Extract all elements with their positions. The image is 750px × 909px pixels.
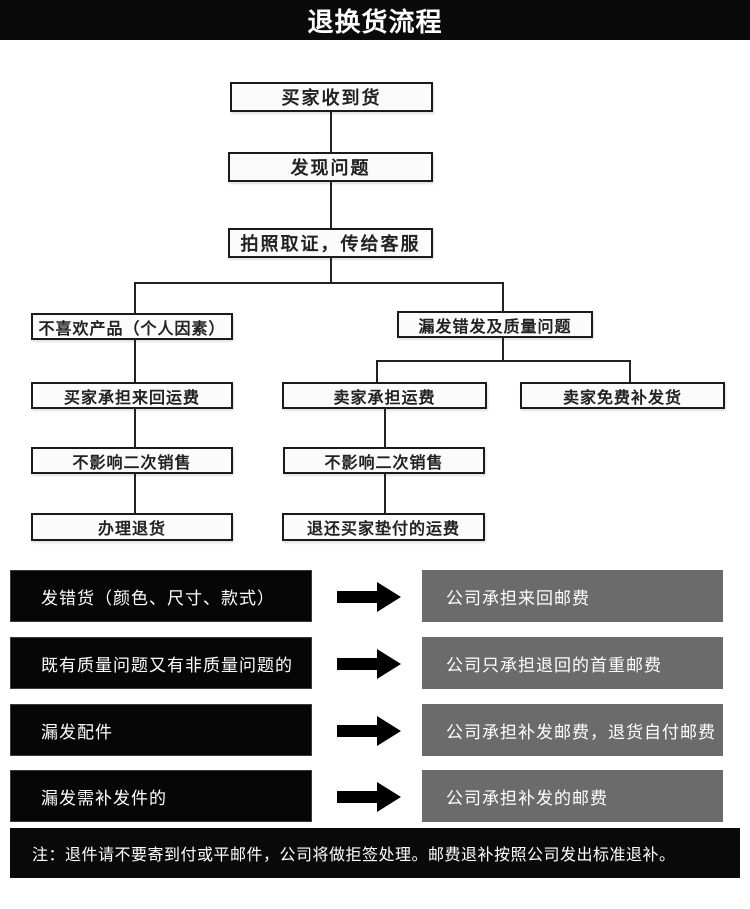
connector-line [330, 112, 332, 152]
connector-line [384, 474, 386, 513]
connector-line [134, 282, 136, 313]
flow-step-buyer-receives: 买家收到货 [230, 82, 433, 112]
connector-line [376, 360, 378, 382]
policy-case-mixed-quality-issues: 既有质量问题又有非质量问题的 [10, 637, 312, 689]
flow-left-process-return: 办理退货 [31, 513, 233, 541]
title-banner: 退换货流程 [0, 0, 750, 40]
policy-case-wrong-item: 发错货（颜色、尺寸、款式） [10, 570, 312, 622]
right-arrow-icon [337, 782, 401, 812]
policy-result-first-weight-only: 公司只承担退回的首重邮费 [422, 637, 723, 689]
connector-line [330, 182, 332, 228]
connector-line [134, 409, 136, 447]
connector-line [330, 258, 332, 282]
connector-line [502, 338, 504, 360]
flow-step-take-photos: 拍照取证，传给客服 [228, 228, 433, 258]
flow-right-reason: 漏发错发及质量问题 [397, 311, 593, 338]
connector-line [134, 282, 504, 284]
flow-left-buyer-pays-shipping: 买家承担来回运费 [31, 382, 233, 409]
connector-line [134, 474, 136, 513]
connector-line [629, 360, 631, 382]
policy-result-company-pays-reship: 公司承担补发的邮费 [422, 770, 723, 822]
right-arrow-icon [337, 649, 401, 679]
flow-left-no-resale-impact: 不影响二次销售 [31, 447, 233, 474]
policy-result-reship-postage: 公司承担补发邮费，退货自付邮费 [422, 704, 723, 756]
flow-seller-pays-shipping: 卖家承担运费 [282, 382, 487, 409]
policy-result-company-pays-roundtrip: 公司承担来回邮费 [422, 570, 723, 622]
flow-seller-free-reship: 卖家免费补发货 [520, 382, 725, 409]
flow-right-no-resale-impact: 不影响二次销售 [283, 447, 485, 474]
flow-step-find-problem: 发现问题 [228, 152, 433, 182]
flow-refund-advanced-shipping: 退还买家垫付的运费 [282, 513, 485, 541]
connector-line [502, 282, 504, 311]
connector-line [134, 340, 136, 382]
connector-line [384, 409, 386, 447]
right-arrow-icon [337, 716, 401, 746]
connector-line [376, 360, 631, 362]
page-title: 退换货流程 [307, 6, 443, 37]
policy-case-missing-accessories: 漏发配件 [10, 704, 312, 756]
right-arrow-icon [337, 582, 401, 612]
flow-left-reason: 不喜欢产品（个人因素） [31, 313, 233, 340]
policy-case-missing-reship-parts: 漏发需补发件的 [10, 770, 312, 822]
footer-note: 注：退件请不要寄到付或平邮件，公司将做拒签处理。邮费退补按照公司发出标准退补。 [10, 828, 740, 878]
